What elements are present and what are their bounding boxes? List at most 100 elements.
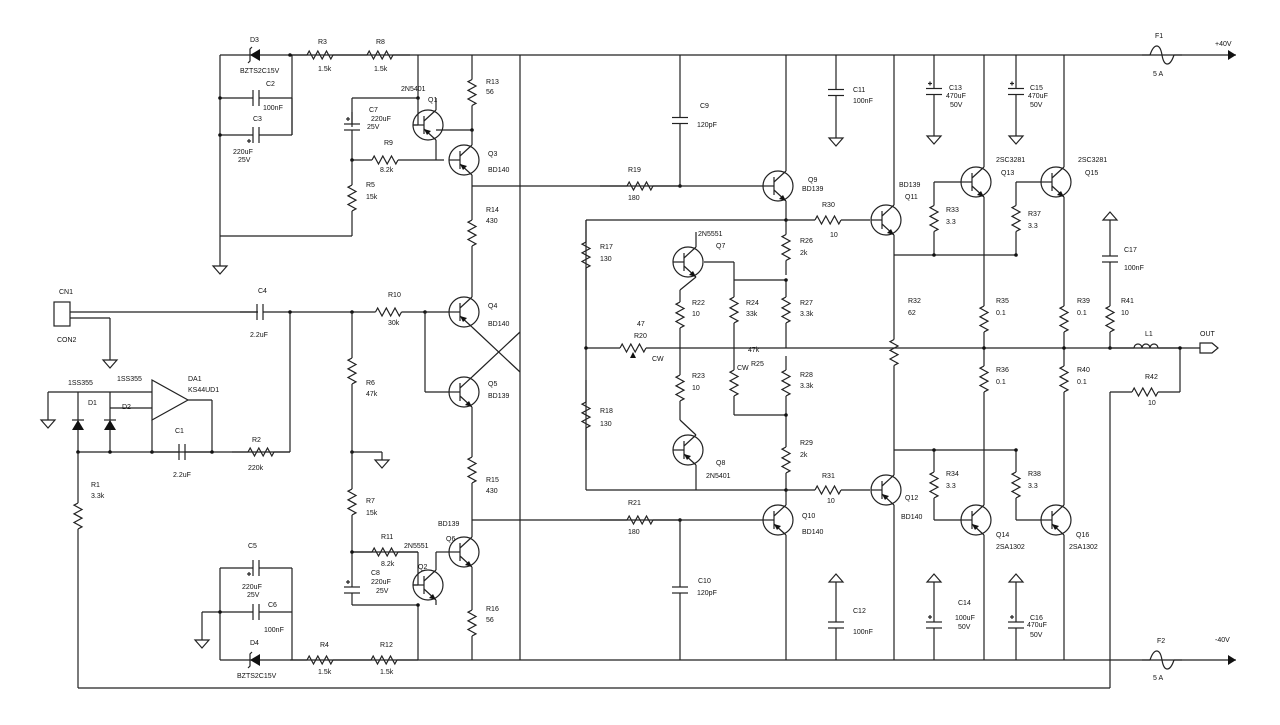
label: 50V bbox=[1030, 632, 1043, 639]
label: 0.1 bbox=[1077, 379, 1087, 386]
label: CW bbox=[652, 356, 664, 363]
label: 25V bbox=[238, 157, 251, 164]
label: 50V bbox=[1030, 102, 1043, 109]
label: R29 bbox=[800, 440, 813, 447]
label: C10 bbox=[698, 578, 711, 585]
label: 100uF bbox=[955, 615, 975, 622]
label: R26 bbox=[800, 238, 813, 245]
label: Q10 bbox=[802, 513, 815, 520]
label: R8 bbox=[376, 39, 385, 46]
label: 15k bbox=[366, 510, 378, 517]
label: 2N5401 bbox=[401, 86, 426, 93]
label: C12 bbox=[853, 608, 866, 615]
label: 3.3 bbox=[1028, 483, 1038, 490]
label: 25V bbox=[247, 592, 260, 599]
label: R4 bbox=[320, 642, 329, 649]
label: 3.3 bbox=[946, 219, 956, 226]
label: OUT bbox=[1200, 331, 1216, 338]
label: R16 bbox=[486, 606, 499, 613]
label: Q14 bbox=[996, 532, 1009, 539]
label: 1.5k bbox=[318, 669, 332, 676]
label: 2k bbox=[800, 452, 808, 459]
label: D2 bbox=[122, 404, 131, 411]
label: 2.2uF bbox=[173, 472, 191, 479]
label: 470uF bbox=[946, 93, 966, 100]
label: 10 bbox=[692, 311, 700, 318]
label: R2 bbox=[252, 437, 261, 444]
label: BD140 bbox=[488, 167, 510, 174]
label: F2 bbox=[1157, 638, 1165, 645]
label: 33k bbox=[746, 311, 758, 318]
label: 10 bbox=[1121, 310, 1129, 317]
label: Q16 bbox=[1076, 532, 1089, 539]
label: C5 bbox=[248, 543, 257, 550]
label: R14 bbox=[486, 207, 499, 214]
capacitor-c4: C42.2uF bbox=[240, 288, 352, 452]
label: KS44UD1 bbox=[188, 387, 219, 394]
label: 1SS355 bbox=[68, 380, 93, 387]
label: R7 bbox=[366, 498, 375, 505]
label: R19 bbox=[628, 167, 641, 174]
label: C8 bbox=[371, 570, 380, 577]
fuse-f1: F15 A bbox=[1142, 33, 1182, 78]
label: BD140 bbox=[901, 514, 923, 521]
power-rails: +40V-40V bbox=[290, 41, 1236, 665]
label: 10 bbox=[1148, 400, 1156, 407]
label: 8.2k bbox=[380, 167, 394, 174]
label: 3.3 bbox=[1028, 223, 1038, 230]
label: DA1 bbox=[188, 376, 202, 383]
label: C11 bbox=[853, 87, 865, 94]
label: 2N5551 bbox=[698, 231, 723, 238]
output-terminal: OUT bbox=[1199, 331, 1219, 354]
label: 430 bbox=[486, 488, 498, 495]
label: Q12 bbox=[905, 495, 918, 502]
label: 130 bbox=[600, 421, 612, 428]
label: 2N5551 bbox=[404, 543, 429, 550]
label: R32 bbox=[908, 298, 921, 305]
label: BD139 bbox=[899, 182, 921, 189]
label: 25V bbox=[367, 124, 380, 131]
resistor-r29: R29 2k bbox=[680, 218, 1180, 492]
label: 25V bbox=[376, 588, 389, 595]
resistor-r4: R4 1.5k bbox=[290, 642, 350, 676]
label: C13 bbox=[949, 85, 962, 92]
label: Q4 bbox=[488, 303, 497, 310]
fuse-f2: F2 5 A bbox=[1142, 638, 1182, 682]
label: 220uF bbox=[371, 116, 391, 123]
label: 15k bbox=[366, 194, 378, 201]
label: R6 bbox=[366, 380, 375, 387]
label: 47 bbox=[637, 321, 645, 328]
label: R12 bbox=[380, 642, 393, 649]
label: 10 bbox=[692, 385, 700, 392]
label: 10 bbox=[830, 232, 838, 239]
label: D1 bbox=[88, 400, 97, 407]
label: 47k bbox=[748, 347, 760, 354]
label: 1SS355 bbox=[117, 376, 142, 383]
label: R21 bbox=[628, 500, 641, 507]
label: 5 A bbox=[1153, 675, 1163, 682]
